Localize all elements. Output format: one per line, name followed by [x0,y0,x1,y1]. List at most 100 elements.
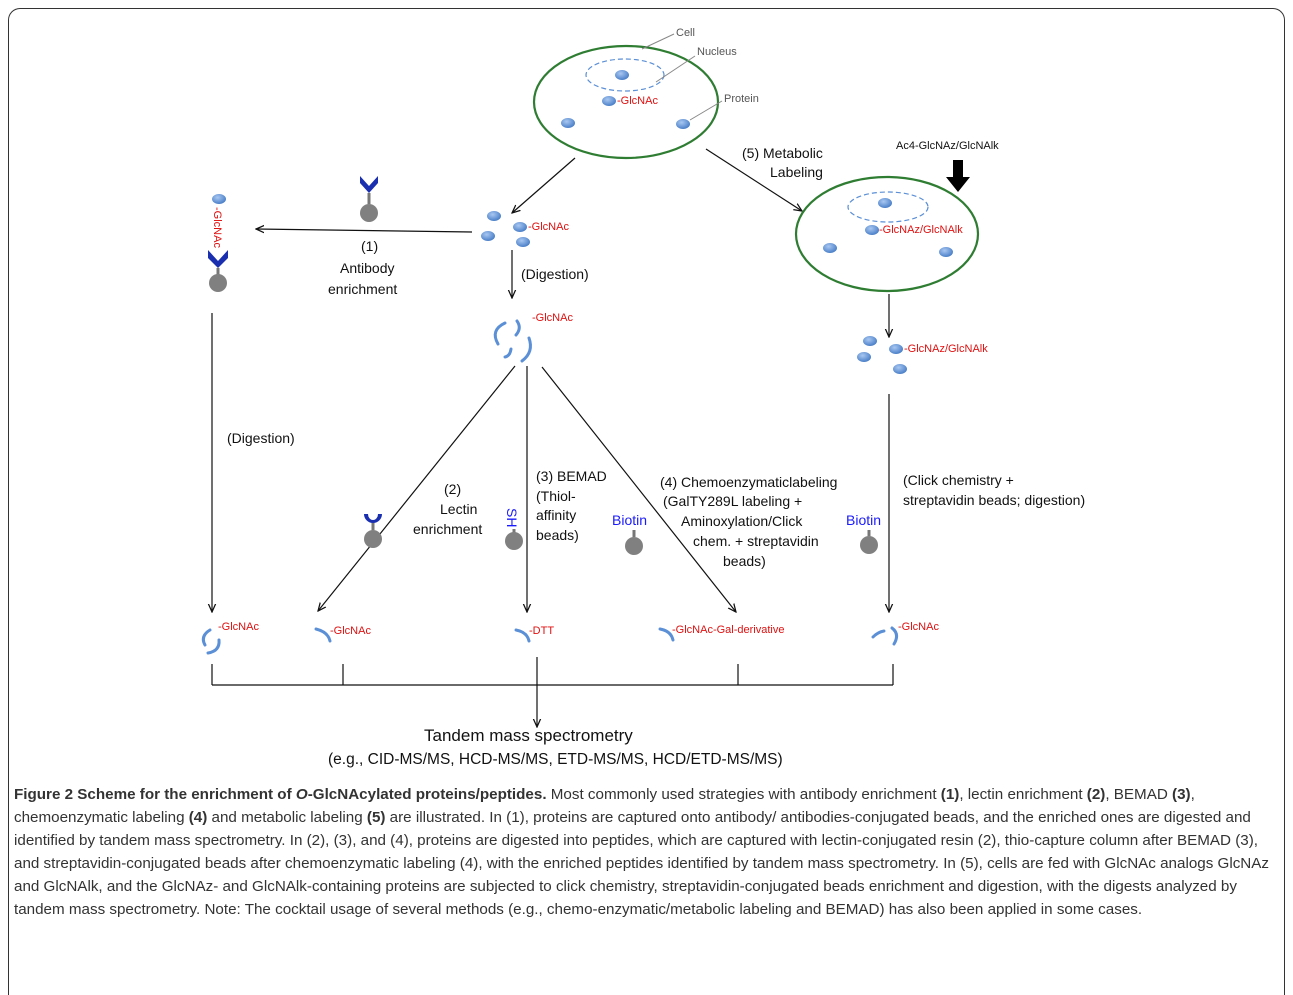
protein [889,344,903,354]
peptide [514,319,521,337]
biotin-label: Biotin [846,512,881,528]
peptide [658,627,675,642]
bead [364,530,382,548]
glcnaz-label: -GlcNAz/GlcNAlk [904,343,988,355]
step-bemad: affinity [536,507,576,523]
peptide-fragments [493,319,532,363]
step-click: streptavidin beads; digestion) [903,492,1085,508]
step-bemad: (Thiol- [536,488,576,504]
bead [625,537,643,555]
antibody-captured-protein: -GlcNAc [208,194,228,292]
cell-membrane [532,44,720,160]
protein [857,352,871,362]
protein [561,118,575,128]
step-antibody: enrichment [328,281,397,297]
step-antibody: (1) [361,238,378,254]
glcnac-label: -GlcNAc [330,625,371,637]
enrichment-scheme-diagram: -GlcNAc Cell Nucleus Protein (5) Metabol… [201,27,1085,768]
protein-pointer [689,100,723,121]
metabolic-released-proteins: -GlcNAz/GlcNAlk [857,336,988,374]
bead [860,536,878,554]
glcnac-label: -GlcNAc [617,95,658,107]
glcnac-label: -GlcNAc [898,621,939,633]
peptide [206,638,221,655]
biotin-bead: Biotin [846,512,881,554]
cell-membrane [794,175,980,293]
step-chemoenzymatic: chem. + streptavidin [693,533,819,549]
step-chemoenzymatic: beads) [723,553,766,569]
step-chemoenzymatic: (GalTY289L labeling + [663,493,802,509]
thiol-bead: SH [504,508,523,550]
step-lectin: Lectin [440,501,477,517]
protein [513,222,527,232]
protein [481,231,495,241]
dtt-label: -DTT [529,625,554,637]
protein [939,247,953,257]
protein [893,364,907,374]
protein [487,211,501,221]
nucleus [585,58,665,92]
arrow-cell-to-metabolic [705,148,802,211]
step-lectin: (2) [444,481,461,497]
arrow-antibody-enrichment [256,229,473,232]
step-chemoenzymatic: (4) Chemoenzymaticlabeling [660,474,837,490]
peptide [503,347,513,359]
cell-pointer [641,33,675,50]
bead [360,204,378,222]
nucleus [847,191,929,223]
step-metabolic: (5) Metabolic [742,145,823,161]
step-bemad: beads) [536,527,579,543]
peptide [314,627,332,643]
biotin-bead: Biotin [612,512,647,555]
lectin-bead [364,514,382,548]
released-proteins: -GlcNAc [481,211,569,247]
ac4-label: Ac4-GlcNAz/GlcNAlk [896,140,999,152]
lectin-cup [364,514,382,523]
cell-metabolic: -GlcNAz/GlcNAlk [794,175,980,293]
peptide [201,628,212,647]
protein [516,237,530,247]
peptide [890,626,899,646]
step-bemad: (3) BEMAD [536,468,607,484]
protein [602,96,616,106]
glcnac-label: -GlcNAc [528,221,569,233]
ms-examples: (e.g., CID-MS/MS, HCD-MS/MS, ETD-MS/MS, … [328,751,783,768]
glcnac-label: -GlcNAc [218,621,259,633]
protein [676,119,690,129]
enriched-peptides: -GlcNAc -GlcNAc -DTT -GlcNAc-Gal-derivat… [201,621,939,655]
antibody-chevron [208,250,228,268]
figure-caption: Figure 2 Scheme for the enrichment of O-… [14,786,1269,918]
protein [212,194,226,204]
step-antibody: Antibody [340,260,394,276]
nucleus-label: Nucleus [697,46,737,58]
arrow-lectin [318,365,516,611]
glcnac-label-vertical: -GlcNAc [211,207,223,248]
caption-title: Figure 2 Scheme for the enrichment of O-… [14,786,547,803]
combine-bracket [211,664,894,686]
bead [505,532,523,550]
step-digestion: (Digestion) [227,430,295,446]
step-lectin: enrichment [413,521,482,537]
biotin-label: Biotin [612,512,647,528]
arrow-cell-to-proteins [512,157,576,213]
peptide [871,629,886,639]
protein [823,243,837,253]
protein [615,70,629,80]
antibody-chevron [360,176,378,193]
arrow-chemoenzymatic [541,366,736,612]
cell-top: -GlcNAc Cell Nucleus Protein [532,27,759,160]
glcnaz-label: -GlcNAz/GlcNAlk [879,224,963,236]
protein [865,225,879,235]
step-click: (Click chemistry + [903,472,1014,488]
cell-label: Cell [676,27,695,39]
protein [863,336,877,346]
arrow-ac4-feed [946,160,970,192]
figure-frame [8,8,1285,995]
peptide [514,628,531,643]
peptide [520,336,532,363]
peptide [493,321,507,346]
glcnac-label: -GlcNAc [532,312,573,324]
step-digestion: (Digestion) [521,266,589,282]
nucleus-pointer [655,55,696,83]
step-metabolic: Labeling [770,164,823,180]
